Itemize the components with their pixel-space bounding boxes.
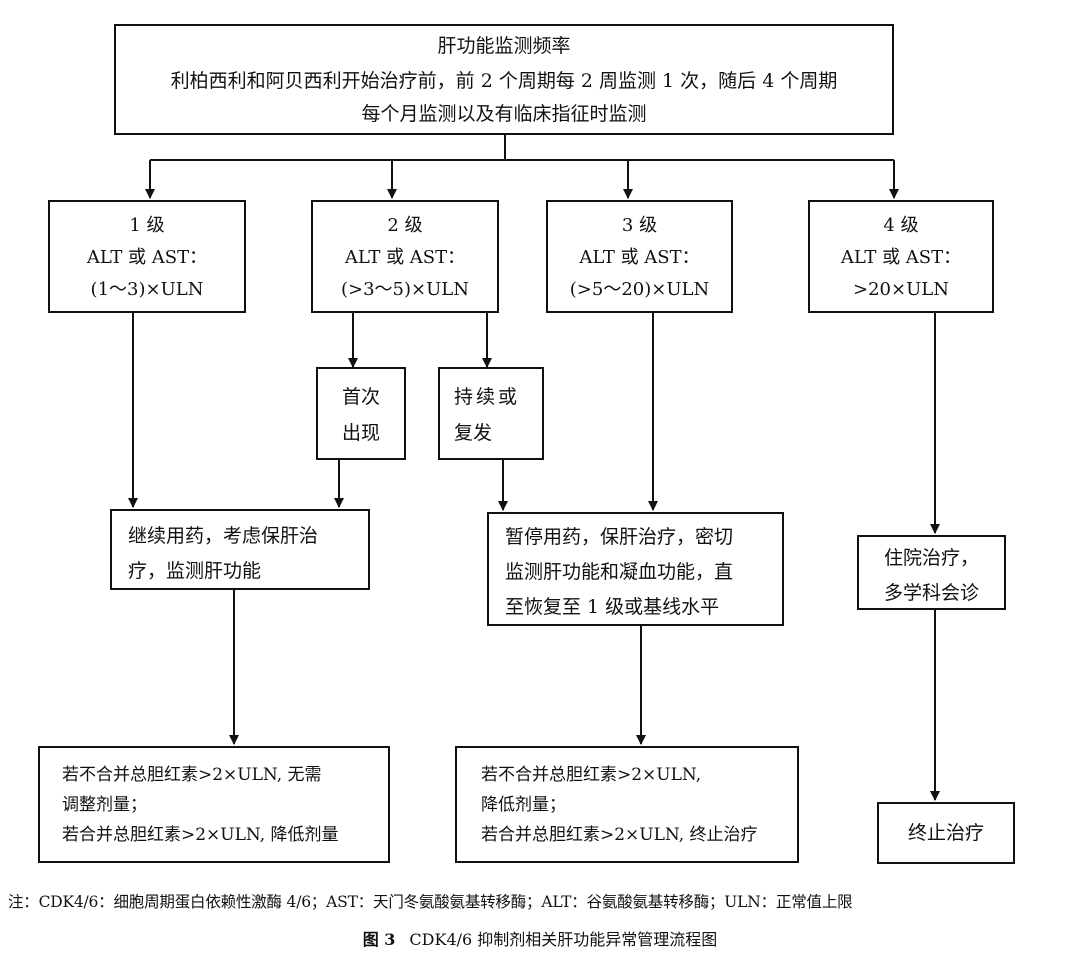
terminate-label: 终止治疗	[907, 822, 984, 844]
outcome-mid-line-2: 降低剂量；	[481, 795, 566, 815]
pause-line-1: 暂停用药，保肝治疗，密切	[505, 526, 734, 548]
monitoring-line-3: 每个月监测以及有临床指征时监测	[361, 103, 647, 125]
grade-4-level: 4 级	[883, 215, 919, 236]
persistent-recurrent-box: 持续或 复发	[438, 367, 544, 460]
grade-4-range: >20×ULN	[853, 279, 949, 300]
continue-line-2: 疗，监测肝功能	[128, 560, 262, 582]
grade-1-level: 1 级	[129, 215, 165, 236]
monitoring-frequency-box: 肝功能监测频率 利柏西利和阿贝西利开始治疗前，前 2 个周期每 2 周监测 1 …	[114, 24, 894, 135]
terminate-treatment-box: 终止治疗	[877, 802, 1015, 864]
figure-caption: 图 3 CDK4/6 抑制剂相关肝功能异常管理流程图	[0, 926, 1080, 950]
grade-3-level: 3 级	[621, 215, 658, 236]
outcome-left-line-2: 调整剂量；	[62, 795, 147, 815]
first-occurrence-line-1: 首次	[341, 386, 380, 408]
outcome-mid-line-1: 若不合并总胆红素>2×ULN,	[481, 765, 702, 785]
grade-4-box: 4 级 ALT 或 AST： >20×ULN	[808, 200, 994, 313]
grade-2-level: 2 级	[387, 215, 423, 236]
pause-line-2: 监测肝功能和凝血功能，直	[505, 561, 734, 583]
first-occurrence-box: 首次 出现	[316, 367, 406, 460]
continue-line-1: 继续用药，考虑保肝治	[128, 525, 319, 547]
outcome-left-line-1: 若不合并总胆红素>2×ULN, 无需	[62, 765, 322, 785]
grade-2-box: 2 级 ALT 或 AST： (>3～5)×ULN	[311, 200, 499, 313]
figure-label: 图 3	[362, 930, 396, 949]
grade-1-metric: ALT 或 AST：	[86, 247, 208, 268]
persistent-line-2: 复发	[454, 422, 493, 444]
pause-line-3: 至恢复至 1 级或基线水平	[505, 596, 720, 618]
grade-3-range: (>5～20)×ULN	[569, 279, 710, 300]
monitoring-line-2: 利柏西利和阿贝西利开始治疗前，前 2 个周期每 2 周监测 1 次，随后 4 个…	[170, 70, 838, 92]
monitoring-title: 肝功能监测频率	[437, 35, 571, 57]
outcome-mid-line-3: 若合并总胆红素>2×ULN, 终止治疗	[481, 825, 758, 845]
grade-1-box: 1 级 ALT 或 AST： (1～3)×ULN	[48, 200, 246, 313]
outcome-left-line-3: 若合并总胆红素>2×ULN, 降低剂量	[62, 825, 339, 845]
hospitalization-box: 住院治疗， 多学科会诊	[857, 535, 1006, 610]
grade-3-metric: ALT 或 AST：	[579, 247, 700, 268]
grade-3-box: 3 级 ALT 或 AST： (>5～20)×ULN	[546, 200, 733, 313]
pause-medication-box: 暂停用药，保肝治疗，密切 监测肝功能和凝血功能，直 至恢复至 1 级或基线水平	[487, 512, 784, 626]
outcome-left-box: 若不合并总胆红素>2×ULN, 无需 调整剂量； 若合并总胆红素>2×ULN, …	[38, 746, 390, 863]
hospital-line-2: 多学科会诊	[883, 582, 979, 604]
continue-medication-box: 继续用药，考虑保肝治 疗，监测肝功能	[110, 509, 370, 590]
abbreviation-note: 注：CDK4/6：细胞周期蛋白依赖性激酶 4/6；AST：天门冬氨酸氨基转移酶；…	[8, 893, 853, 911]
figure-title: CDK4/6 抑制剂相关肝功能异常管理流程图	[409, 930, 718, 949]
grade-4-metric: ALT 或 AST：	[840, 247, 962, 268]
grade-1-range: (1～3)×ULN	[90, 279, 204, 300]
outcome-middle-box: 若不合并总胆红素>2×ULN, 降低剂量； 若合并总胆红素>2×ULN, 终止治…	[455, 746, 799, 863]
first-occurrence-line-2: 出现	[341, 422, 380, 444]
hospital-line-1: 住院治疗，	[883, 547, 979, 569]
grade-2-range: (>3～5)×ULN	[341, 279, 469, 300]
grade-2-metric: ALT 或 AST：	[344, 247, 466, 268]
persistent-line-1: 持续或	[454, 386, 521, 408]
